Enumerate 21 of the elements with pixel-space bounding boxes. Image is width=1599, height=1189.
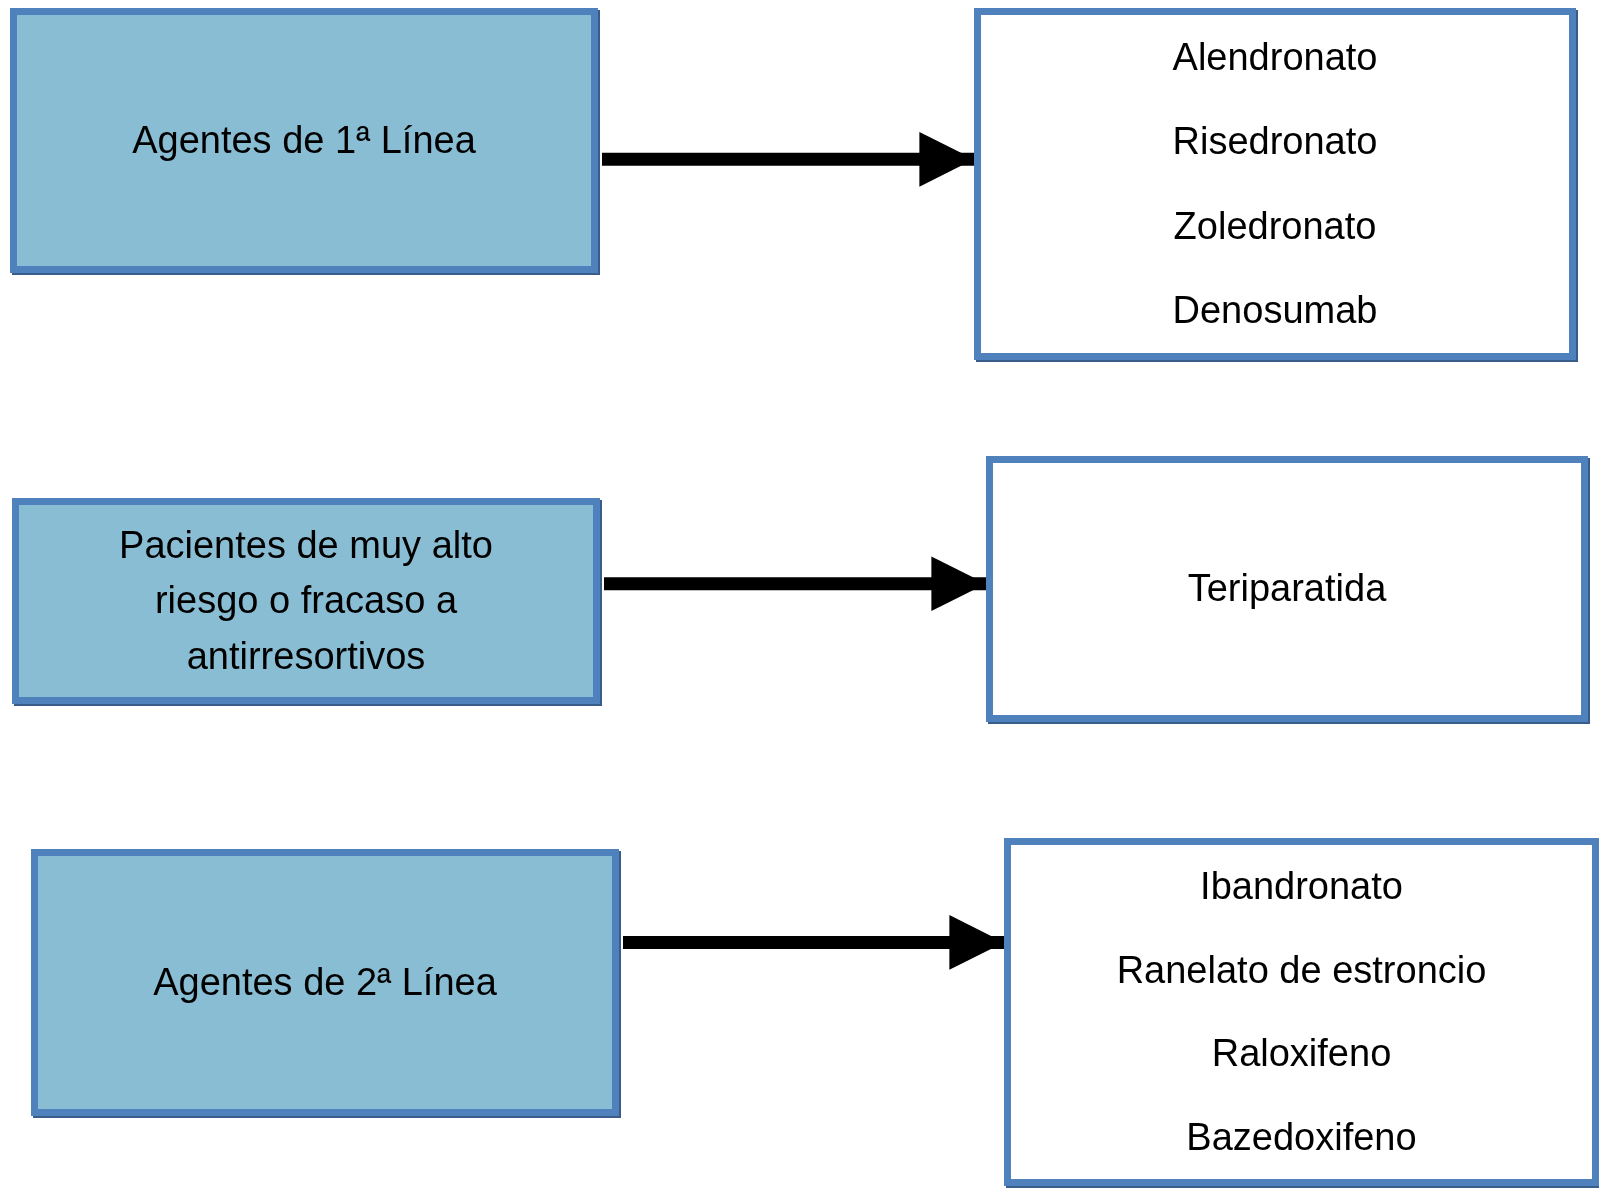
category-label: Pacientes de muy alto riesgo o fracaso a antirresortivos [118, 523, 494, 679]
category-label: Agentes de 1ª Línea [132, 117, 476, 163]
drug-name: Raloxifeno [1211, 1031, 1392, 1077]
drug-name: Denosumab [1172, 288, 1378, 334]
category-label: Agentes de 2ª Línea [153, 959, 497, 1005]
drug-name: Ibandronato [1200, 864, 1403, 910]
drug-list-box [1004, 838, 1599, 1186]
drug-list-box [986, 456, 1588, 722]
arrow [623, 915, 1004, 970]
category-box [12, 498, 600, 704]
drug-name: Bazedoxifeno [1186, 1114, 1417, 1160]
drug-list-box [974, 8, 1576, 360]
arrow [604, 556, 986, 611]
category-box [31, 849, 619, 1116]
category-box [10, 8, 598, 273]
drug-name: Teriparatida [1187, 566, 1387, 612]
drug-name: Alendronato [1172, 34, 1378, 80]
drug-name: Ranelato de estroncio [1116, 947, 1487, 993]
drug-name: Zoledronato [1173, 203, 1377, 249]
arrow [602, 132, 974, 187]
drug-name: Risedronato [1172, 119, 1378, 165]
